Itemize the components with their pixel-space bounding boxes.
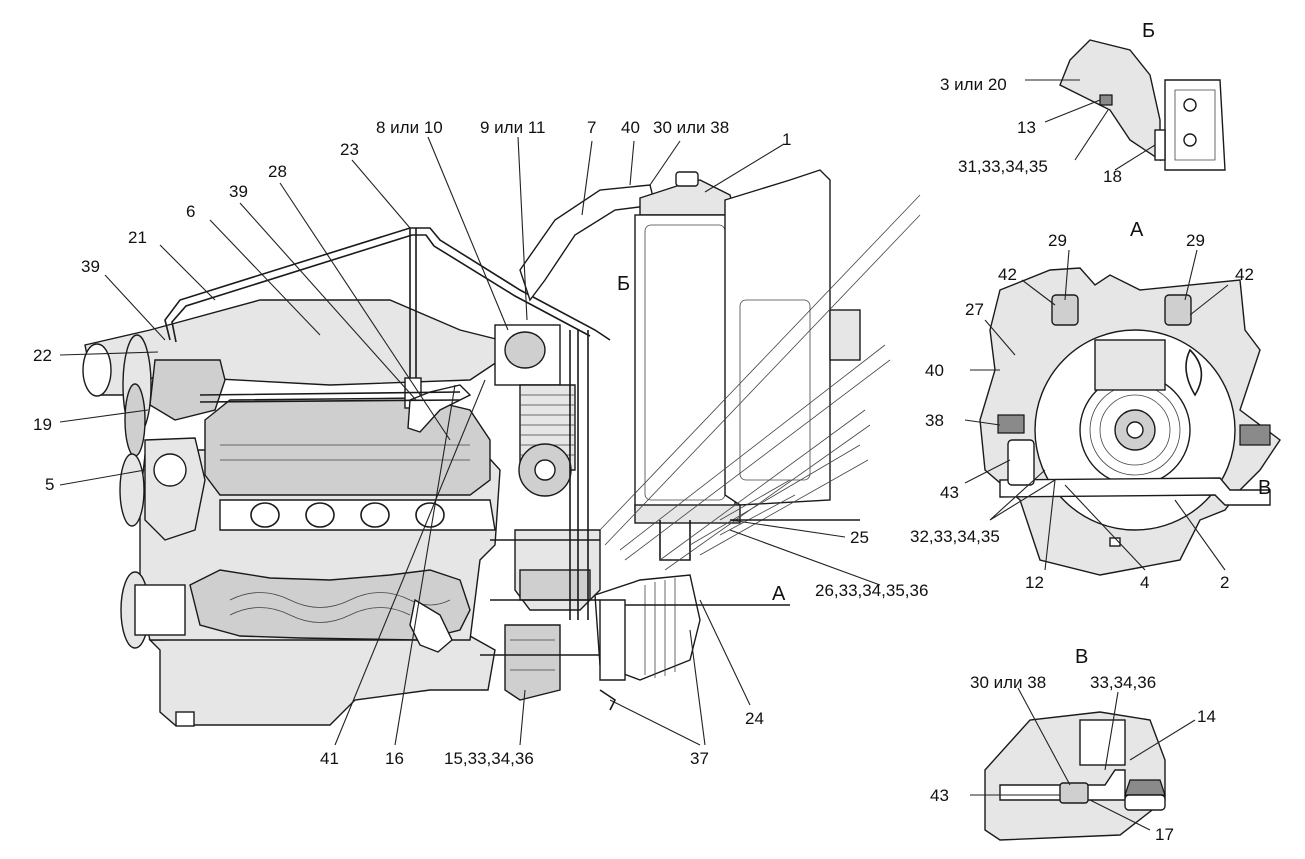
callout-15: 15,33,34,36 [444, 749, 534, 768]
callout-28: 28 [268, 162, 287, 181]
pipe-21 [164, 227, 611, 341]
callout-43-a: 43 [940, 483, 959, 502]
intake-manifold [219, 499, 496, 531]
callout-41: 41 [320, 749, 339, 768]
detail-view-a: А В [910, 219, 1281, 592]
callout-37: 37 [690, 749, 709, 768]
callout-32: 32,33,34,35 [910, 527, 1000, 546]
callout-4: 4 [1140, 573, 1149, 592]
detail-view-b: Б 3 или 20 13 31,33,34,35 18 [940, 20, 1226, 186]
callout-39-top: 39 [229, 182, 248, 201]
callout-14: 14 [1197, 707, 1216, 726]
charge-air-cooler [724, 169, 831, 506]
callout-33-34-36-v: 33,34,36 [1090, 673, 1156, 692]
detail-view-v: В 30 или 38 33,34,36 14 43 17 [930, 646, 1216, 844]
callout-38-a: 38 [925, 411, 944, 430]
view-marker-a-main: А [772, 583, 786, 605]
callout-19: 19 [33, 415, 52, 434]
main-engine-view: Б А 1 [33, 118, 928, 768]
callout-26: 26,33,34,35,36 [815, 581, 928, 600]
callout-2: 2 [1220, 573, 1229, 592]
callout-8-or-10: 8 или 10 [376, 118, 443, 137]
thermostat-housing-5 [144, 437, 206, 541]
view-title-b: Б [1142, 20, 1155, 42]
callout-6: 6 [186, 202, 195, 221]
callout-21: 21 [128, 228, 147, 247]
callout-29-left: 29 [1048, 231, 1067, 250]
callout-40: 40 [621, 118, 640, 137]
callout-25: 25 [850, 528, 869, 547]
callout-27: 27 [965, 300, 984, 319]
callout-39-left: 39 [81, 257, 100, 276]
callout-13: 13 [1017, 118, 1036, 137]
view-marker-v-detail: В [1258, 477, 1271, 499]
valve-cover [204, 397, 491, 496]
callout-5: 5 [45, 475, 54, 494]
callout-12: 12 [1025, 573, 1044, 592]
radiator-core [634, 214, 736, 511]
callout-23: 23 [340, 140, 359, 159]
callout-18: 18 [1103, 167, 1122, 186]
callout-1: 1 [782, 130, 791, 149]
callout-42-left: 42 [998, 265, 1017, 284]
callout-43-v: 43 [930, 786, 949, 805]
callout-16: 16 [385, 749, 404, 768]
callout-29-right: 29 [1186, 231, 1205, 250]
callout-31: 31,33,34,35 [958, 157, 1048, 176]
view-title-a: А [1130, 219, 1144, 241]
view-marker-b-main: Б [617, 273, 630, 295]
callout-24: 24 [745, 709, 764, 728]
lower-compressor [504, 529, 701, 711]
oil-pan [148, 635, 496, 726]
callout-22: 22 [33, 346, 52, 365]
callout-9-or-11: 9 или 11 [480, 118, 545, 137]
callout-7: 7 [587, 118, 596, 137]
callout-3-or-20: 3 или 20 [940, 75, 1007, 94]
hose-7 [519, 184, 656, 302]
view-title-v: В [1075, 646, 1088, 668]
pipe-28 [407, 384, 472, 433]
air-compressor [494, 324, 576, 497]
callout-42-right: 42 [1235, 265, 1254, 284]
callout-40-a: 40 [925, 361, 944, 380]
fan-blades [599, 194, 921, 571]
water-pump-19 [149, 359, 226, 421]
callout-30-or-38-v: 30 или 38 [970, 673, 1046, 692]
leader-lines-main [59, 136, 881, 746]
callout-17: 17 [1155, 825, 1174, 844]
callout-30-or-38: 30 или 38 [653, 118, 729, 137]
